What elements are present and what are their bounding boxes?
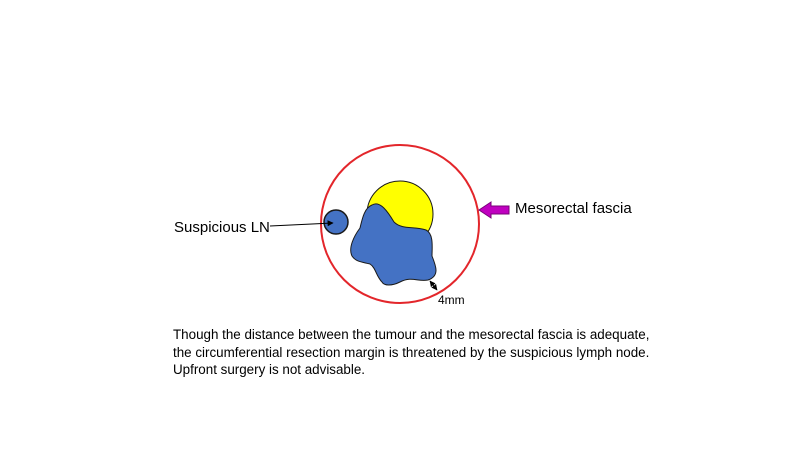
caption-line: Though the distance between the tumour a… — [173, 327, 650, 342]
fascia-pointer-arrow — [478, 201, 510, 219]
lymph-node-label: Suspicious LN — [174, 219, 270, 236]
caption: Though the distance between the tumour a… — [173, 326, 733, 379]
lymph-node-leader-line — [269, 220, 334, 227]
lymph-node — [323, 209, 349, 235]
caption-line: Upfront surgery is not advisable. — [173, 362, 366, 377]
tumour-shape — [350, 203, 437, 286]
caption-line: the circumferential resection margin is … — [173, 344, 650, 360]
distance-arrow — [429, 280, 438, 291]
distance-label: 4mm — [438, 293, 465, 307]
fascia-label: Mesorectal fascia — [515, 200, 632, 217]
